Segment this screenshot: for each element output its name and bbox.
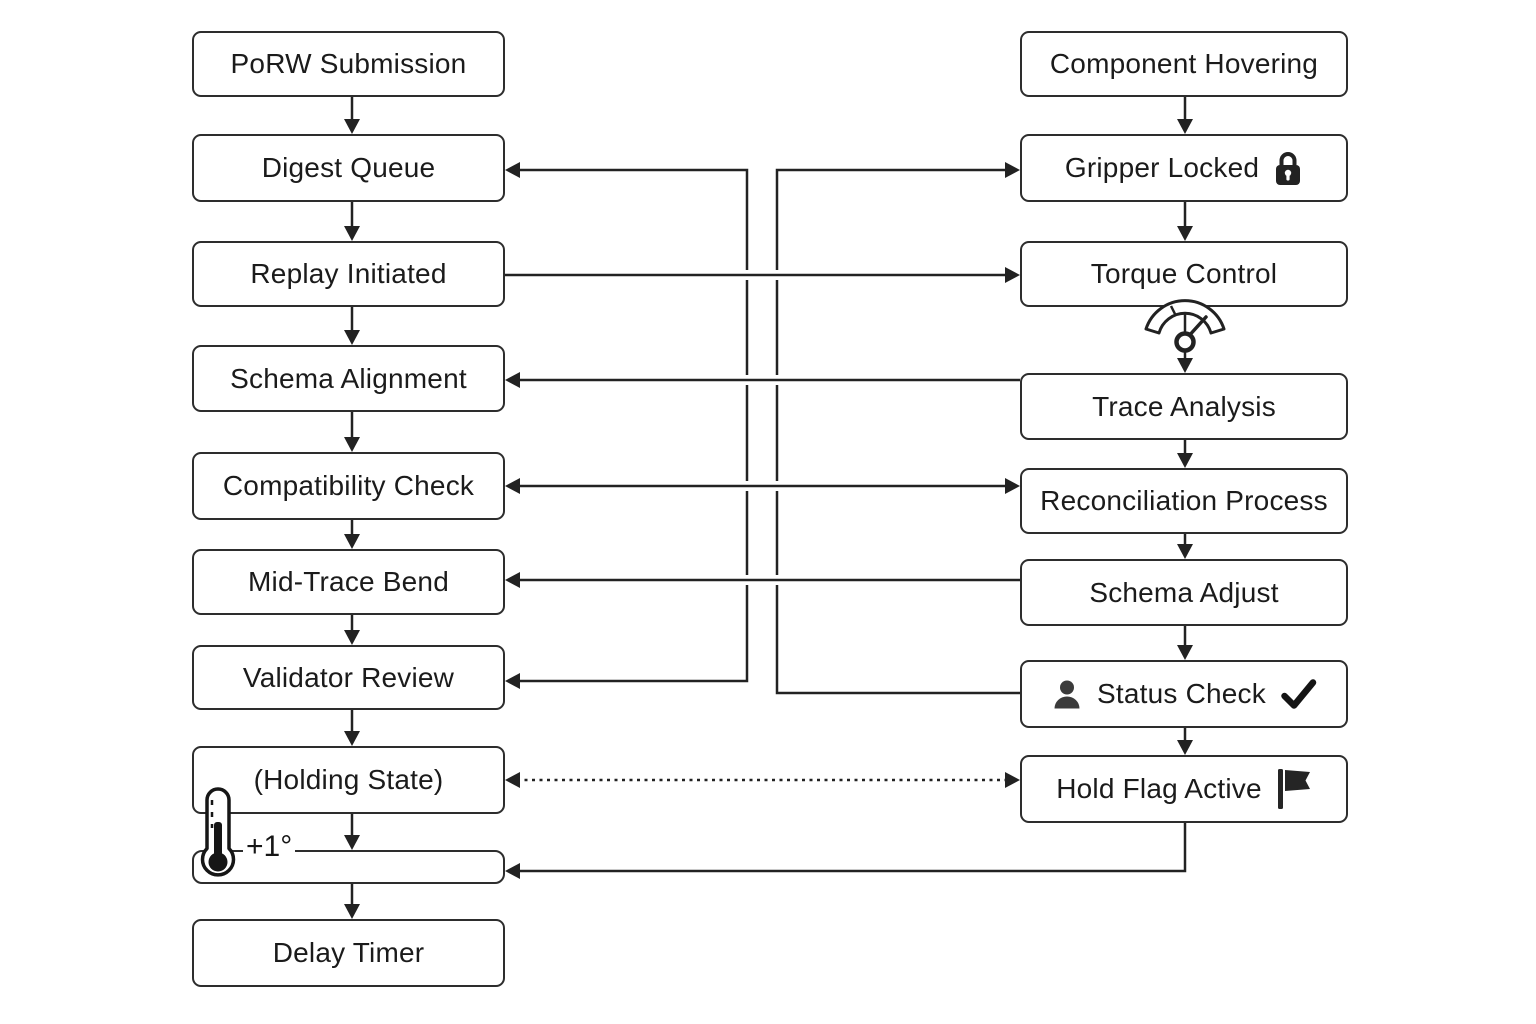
node-label: Delay Timer	[272, 937, 425, 968]
node-porw-submission: PoRW Submission	[192, 31, 505, 97]
edge-status-gripper	[775, 168, 1020, 695]
node-torque-control: Torque Control	[1020, 241, 1348, 307]
node-replay-initiated: Replay Initiated	[192, 241, 505, 307]
node-label: Trace Analysis	[1092, 390, 1276, 422]
temp-increment-label: +1°	[243, 832, 296, 862]
node-holding-state: (Holding State)	[192, 746, 505, 814]
node-label: Status Check	[1097, 678, 1266, 709]
node-label: Mid-Trace Bend	[248, 566, 449, 597]
node-label: Torque Control	[1090, 258, 1278, 289]
arrowheads	[344, 119, 1193, 919]
lock-icon	[1276, 152, 1301, 185]
node-hold-flag-active: Hold Flag Active	[1020, 755, 1348, 823]
node-digest-queue: Digest Queue	[192, 134, 505, 202]
node-gripper-locked: Gripper Locked	[1020, 134, 1348, 202]
node-label: Schema Alignment	[230, 362, 467, 394]
node-label: Schema Adjust	[1089, 576, 1279, 608]
node-status-check: Status Check	[1020, 660, 1348, 728]
node-label: (Holding State)	[253, 764, 444, 795]
node-label: PoRW Submission	[230, 48, 467, 79]
node-schema-alignment: Schema Alignment	[192, 345, 505, 412]
node-trace-analysis: Trace Analysis	[1020, 373, 1348, 440]
node-component-hovering: Component Hovering	[1020, 31, 1348, 97]
edge-validator-digest	[517, 168, 749, 683]
node-compatibility-check: Compatibility Check	[192, 452, 505, 520]
node-label: Gripper Locked	[1064, 152, 1260, 183]
node-schema-adjust: Schema Adjust	[1020, 559, 1348, 626]
node-label: Replay Initiated	[250, 258, 447, 289]
person-icon	[1054, 680, 1080, 708]
node-label: Reconciliation Process	[1040, 485, 1328, 516]
node-delay-timer: Delay Timer	[192, 919, 505, 987]
flag-icon	[1277, 769, 1310, 809]
node-label: Component Hovering	[1049, 48, 1319, 79]
node-label: Validator Review	[242, 661, 455, 693]
node-increment-box	[192, 850, 505, 884]
node-mid-trace-bend: Mid-Trace Bend	[192, 549, 505, 615]
node-label: Digest Queue	[261, 152, 436, 183]
node-label: Hold Flag Active	[1056, 773, 1262, 804]
edge-holdflag-increment	[517, 823, 1187, 873]
node-label: Compatibility Check	[222, 470, 475, 501]
node-reconciliation-process: Reconciliation Process	[1020, 468, 1348, 534]
check-icon	[1281, 679, 1317, 709]
node-validator-review: Validator Review	[192, 645, 505, 710]
